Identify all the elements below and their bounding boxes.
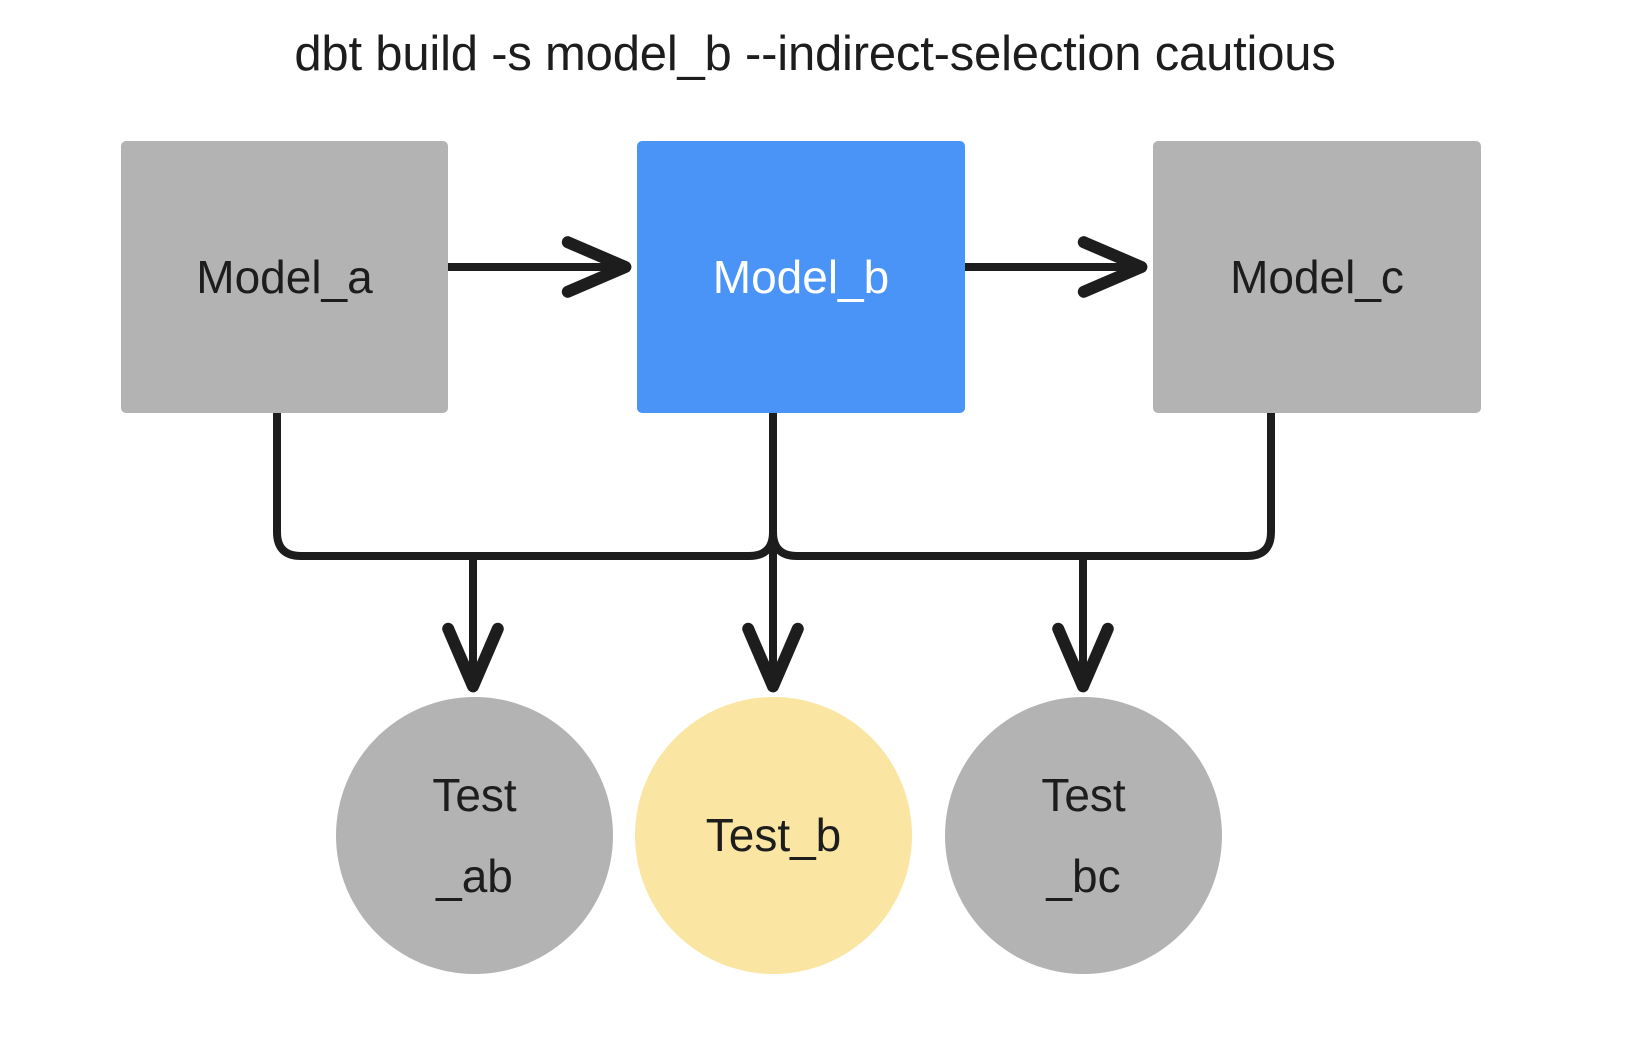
edge-model-a-to-test-ab [273, 409, 477, 560]
edge-model-b-to-test-ab [469, 409, 777, 560]
node-model-a[interactable]: Model_a [121, 141, 448, 413]
edge-model-c-to-test-bc [1079, 409, 1275, 560]
node-model-c[interactable]: Model_c [1153, 141, 1481, 413]
node-test-b[interactable]: Test_b [635, 697, 912, 974]
node-test-bc[interactable]: Test _bc [945, 697, 1222, 974]
node-model-b-label: Model_b [712, 251, 890, 303]
node-model-b[interactable]: Model_b [637, 141, 965, 413]
node-test-ab-label-line1: Test [432, 769, 517, 821]
node-model-c-label: Model_c [1230, 251, 1404, 303]
node-test-b-label-line1: Test_b [705, 809, 842, 862]
node-test-ab-label-line2: _ab [436, 849, 513, 902]
node-model-a-label: Model_a [196, 251, 373, 303]
node-test-bc-label-line2: _bc [1046, 849, 1121, 902]
diagram-title: dbt build -s model_b --indirect-selectio… [294, 27, 1336, 81]
node-test-bc-label-line1: Test [1041, 769, 1126, 821]
edge-model-b-to-test-bc [769, 409, 1087, 560]
node-test-ab[interactable]: Test _ab [336, 697, 613, 974]
